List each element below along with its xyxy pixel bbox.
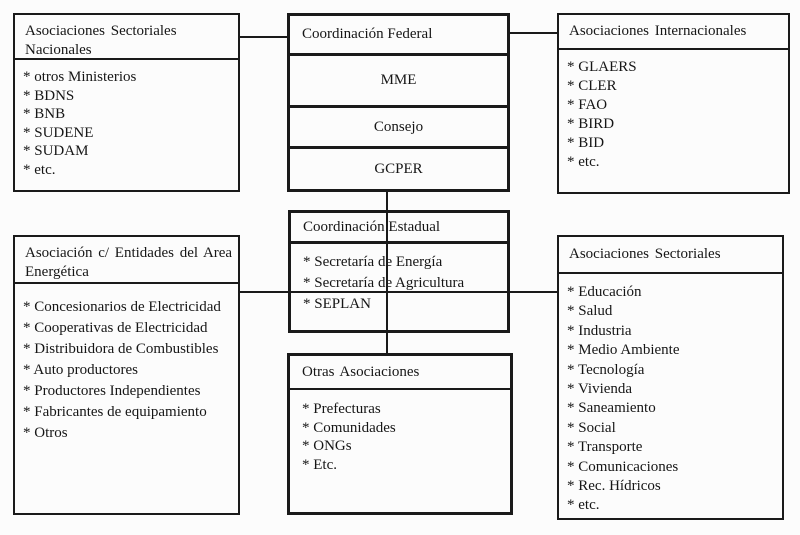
- list-item: * etc.: [567, 154, 600, 170]
- list-item: * Comunidades: [302, 419, 396, 436]
- list-item: * BNB: [23, 106, 66, 122]
- list-item: * BID: [567, 135, 605, 151]
- list-item: * SEPLAN: [303, 296, 371, 312]
- row-separator: [290, 146, 507, 149]
- box-title: Coordinación Estadual: [303, 218, 441, 235]
- connector-energetica-sectoriales: [240, 291, 558, 293]
- list-item: * Comunicaciones: [567, 458, 679, 475]
- list-item: * Educación: [567, 284, 642, 300]
- list-item: * Etc.: [302, 456, 337, 473]
- title-separator: [15, 282, 238, 284]
- box-asociaciones-sectoriales-nacionales: Asociaciones Sectoriales Nacionales * ot…: [13, 13, 240, 192]
- list-item: * BIRD: [567, 116, 615, 132]
- box-asociacion-entidades-energetica: Asociación c/ Entidades del Area Energét…: [13, 235, 240, 515]
- list-item: * Fabricantes de equipamiento: [23, 404, 207, 420]
- list-item: * Salud: [567, 303, 613, 320]
- list-item: * Transporte: [567, 439, 643, 456]
- box-coordinacion-estadual: Coordinación Estadual * Secretaría de En…: [288, 210, 510, 333]
- list-item: * Distribuidora de Combustibles: [23, 341, 219, 357]
- list-item: * Medio Ambiente: [567, 342, 680, 359]
- list-item: * Tecnología: [567, 361, 645, 378]
- title-separator: [15, 58, 238, 60]
- list-item: * Prefecturas: [302, 401, 381, 417]
- box-title: Asociación c/ Entidades del Area Energét…: [25, 245, 233, 280]
- title-separator: [291, 241, 507, 244]
- title-separator: [559, 272, 782, 274]
- list-item: * Cooperativas de Electricidad: [23, 320, 208, 336]
- box-asociaciones-internacionales: Asociaciones Internacionales * GLAERS * …: [557, 13, 790, 194]
- connector-nacionales-federal: [240, 36, 287, 38]
- box-title: Coordinación Federal: [302, 26, 433, 42]
- list-item: * Vivienda: [567, 381, 633, 398]
- title-separator: [290, 388, 510, 390]
- list-item: * Saneamiento: [567, 400, 656, 417]
- list-item: * FAO: [567, 97, 608, 113]
- list-item: * etc.: [23, 161, 56, 178]
- list-item: * Secretaría de Energía: [303, 254, 443, 270]
- list-item: * etc.: [567, 497, 600, 514]
- list-item: * otros Ministerios: [23, 69, 137, 85]
- box-otras-asociaciones: Otras Asociaciones * Prefecturas * Comun…: [287, 353, 513, 515]
- org-unit-label: MME: [380, 72, 417, 88]
- list-item: * Secretaría de Agricultura: [303, 275, 465, 291]
- list-item: * CLER: [567, 78, 617, 94]
- list-item: * BDNS: [23, 87, 75, 104]
- box-title: Otras Asociaciones: [302, 363, 420, 380]
- connector-federal-internacionales: [510, 32, 557, 34]
- list-item: * Auto productores: [23, 362, 138, 378]
- list-item: * SUDAM: [23, 143, 89, 159]
- list-item: * Productores Independientes: [23, 383, 201, 399]
- title-separator: [559, 48, 788, 50]
- box-title: Asociaciones Internacionales: [569, 23, 747, 39]
- connector-federal-estadual-otras: [386, 190, 388, 353]
- row-separator: [290, 105, 507, 108]
- org-unit-label: Consejo: [373, 118, 424, 135]
- list-item: * Otros: [23, 425, 68, 441]
- row-separator: [290, 53, 507, 56]
- box-title: Asociaciones Sectoriales: [569, 246, 721, 262]
- box-coordinacion-federal: Coordinación Federal MME Consejo GCPER: [287, 13, 510, 192]
- list-item: * Industria: [567, 322, 632, 339]
- box-asociaciones-sectoriales: Asociaciones Sectoriales * Educación * S…: [557, 235, 784, 520]
- list-item: * SUDENE: [23, 124, 94, 141]
- list-item: * Rec. Hídricos: [567, 478, 661, 495]
- org-unit-label: GCPER: [374, 160, 423, 177]
- list-item: * Social: [567, 419, 616, 436]
- list-item: * GLAERS: [567, 59, 637, 75]
- list-item: * ONGs: [302, 438, 352, 454]
- box-title: Asociaciones Sectoriales Nacionales: [25, 23, 177, 58]
- list-item: * Concesionarios de Electricidad: [23, 299, 221, 315]
